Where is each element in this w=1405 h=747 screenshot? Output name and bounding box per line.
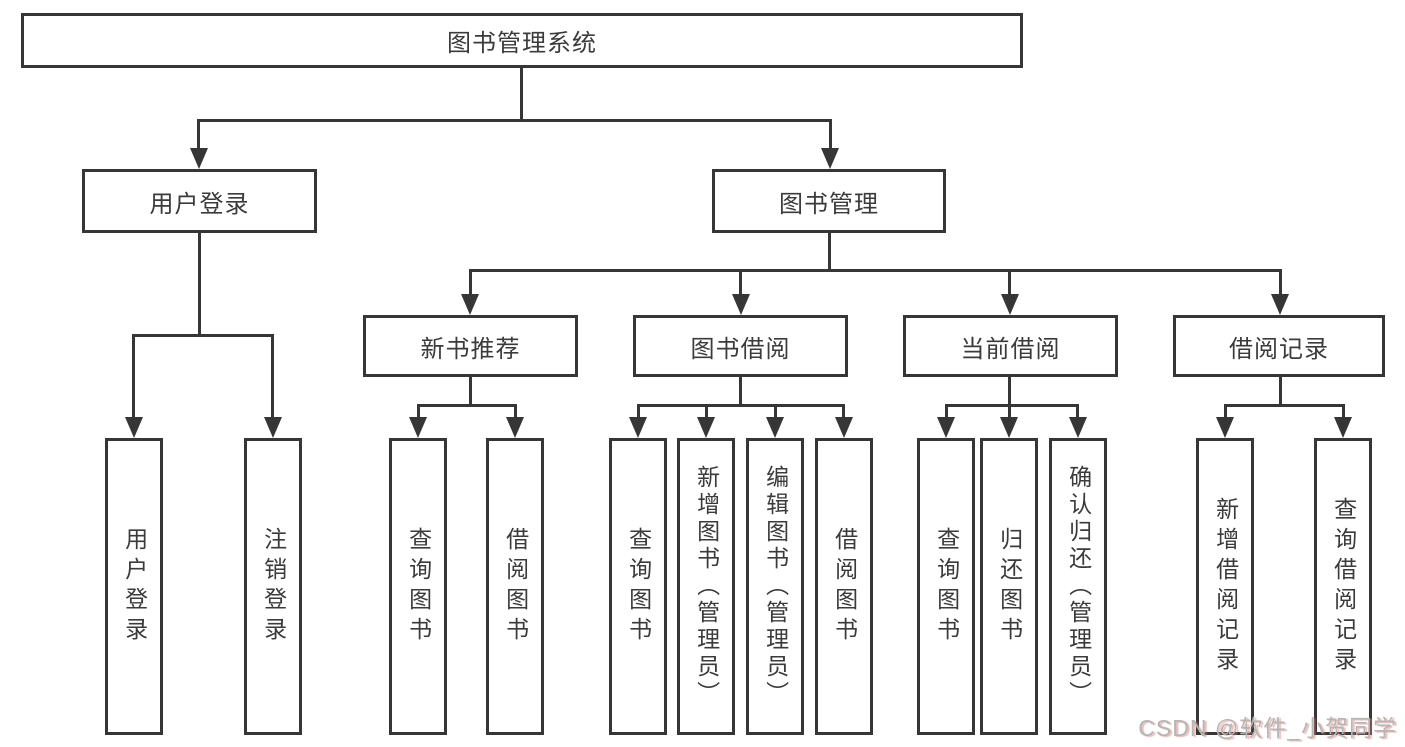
connector-line: [1076, 404, 1079, 420]
leaf-confirm-return-admin-label: 确认归还（管理员）: [1065, 465, 1092, 708]
connector-line: [945, 404, 1079, 407]
node-book-management: 图书管理: [712, 169, 946, 233]
arrow-down-icon: [1216, 417, 1234, 438]
leaf-query-book-recommend: 查询图书: [389, 438, 447, 735]
connector-line: [637, 404, 845, 407]
arrow-down-icon: [937, 417, 955, 438]
leaf-query-book-borrowing: 查询图书: [609, 438, 667, 735]
connector-line: [705, 404, 708, 420]
arrow-down-icon: [697, 417, 715, 438]
connector-line: [1224, 404, 1227, 420]
leaf-return-book-label: 归还图书: [996, 526, 1023, 647]
connector-line: [774, 404, 777, 420]
leaf-query-borrow-record: 查询借阅记录: [1314, 438, 1372, 735]
connector-line: [197, 119, 200, 151]
arrow-down-icon: [835, 417, 853, 438]
connector-line: [1008, 269, 1011, 297]
node-root-label: 图书管理系统: [447, 30, 597, 57]
arrow-down-icon: [629, 417, 647, 438]
node-book-borrowing-label: 图书借阅: [690, 335, 791, 363]
leaf-query-borrow-record-label: 查询借阅记录: [1330, 496, 1357, 677]
arrow-down-icon: [766, 417, 784, 438]
leaf-borrow-book: 借阅图书: [815, 438, 873, 735]
connector-line: [1342, 404, 1345, 420]
leaf-query-book-borrowing-label: 查询图书: [625, 526, 652, 647]
connector-line: [1224, 404, 1345, 407]
node-book-management-label: 图书管理: [779, 190, 879, 218]
connector-line: [739, 269, 742, 297]
connector-line: [520, 66, 523, 122]
leaf-add-borrow-record: 新增借阅记录: [1196, 438, 1254, 735]
arrow-down-icon: [1069, 417, 1087, 438]
connector-line: [828, 233, 831, 272]
connector-line: [829, 119, 832, 151]
leaf-borrow-book-recommend-label: 借阅图书: [502, 526, 529, 647]
node-user-login-label: 用户登录: [149, 190, 250, 218]
connector-line: [271, 334, 274, 418]
arrow-down-icon: [732, 294, 750, 315]
leaf-user-login-label: 用户登录: [121, 526, 148, 647]
leaf-add-borrow-record-label: 新增借阅记录: [1212, 496, 1239, 677]
node-new-book-recommend: 新书推荐: [363, 315, 578, 377]
arrow-down-icon: [506, 417, 524, 438]
leaf-logout-label: 注销登录: [260, 526, 287, 647]
connector-line: [1279, 269, 1282, 297]
connector-line: [1008, 377, 1011, 407]
node-current-borrowing-label: 当前借阅: [960, 335, 1061, 363]
leaf-add-book-admin: 新增图书（管理员）: [677, 438, 735, 735]
node-borrow-records: 借阅记录: [1173, 315, 1385, 377]
arrow-down-icon: [1000, 417, 1018, 438]
connector-line: [637, 404, 640, 420]
connector-line: [1279, 377, 1282, 407]
leaf-logout: 注销登录: [244, 438, 302, 735]
leaf-query-book-current: 查询图书: [917, 438, 975, 735]
leaf-edit-book-admin-label: 编辑图书（管理员）: [762, 465, 789, 708]
leaf-borrow-book-recommend: 借阅图书: [486, 438, 544, 735]
arrow-down-icon: [264, 417, 282, 438]
leaf-user-login: 用户登录: [105, 438, 163, 735]
connector-line: [469, 269, 1282, 272]
arrow-down-icon: [1271, 294, 1289, 315]
leaf-query-book-current-label: 查询图书: [933, 526, 960, 647]
leaf-query-book-recommend-label: 查询图书: [405, 526, 432, 647]
node-new-book-recommend-label: 新书推荐: [420, 335, 521, 363]
connector-line: [197, 119, 832, 122]
node-book-borrowing: 图书借阅: [633, 315, 848, 377]
leaf-borrow-book-label: 借阅图书: [831, 526, 858, 647]
connector-line: [417, 404, 420, 420]
arrow-down-icon: [409, 417, 427, 438]
arrow-down-icon: [1001, 294, 1019, 315]
arrow-down-icon: [125, 417, 143, 438]
leaf-add-book-admin-label: 新增图书（管理员）: [693, 465, 720, 708]
connector-line: [514, 404, 517, 420]
node-root: 图书管理系统: [21, 13, 1023, 68]
connector-line: [132, 334, 274, 337]
connector-line: [842, 404, 845, 420]
arrow-down-icon: [1334, 417, 1352, 438]
connector-line: [469, 269, 472, 297]
connector-line: [132, 334, 135, 418]
connector-line: [1008, 404, 1011, 420]
node-current-borrowing: 当前借阅: [903, 315, 1118, 377]
leaf-edit-book-admin: 编辑图书（管理员）: [746, 438, 804, 735]
leaf-return-book: 归还图书: [980, 438, 1038, 735]
node-user-login: 用户登录: [82, 169, 317, 233]
connector-line: [417, 404, 517, 407]
node-borrow-records-label: 借阅记录: [1229, 335, 1329, 363]
connector-line: [945, 404, 948, 420]
arrow-down-icon: [190, 148, 208, 169]
connector-line: [198, 233, 201, 337]
connector-line: [469, 377, 472, 407]
connector-line: [739, 377, 742, 407]
arrow-down-icon: [461, 294, 479, 315]
leaf-confirm-return-admin: 确认归还（管理员）: [1049, 438, 1107, 735]
arrow-down-icon: [821, 148, 839, 169]
